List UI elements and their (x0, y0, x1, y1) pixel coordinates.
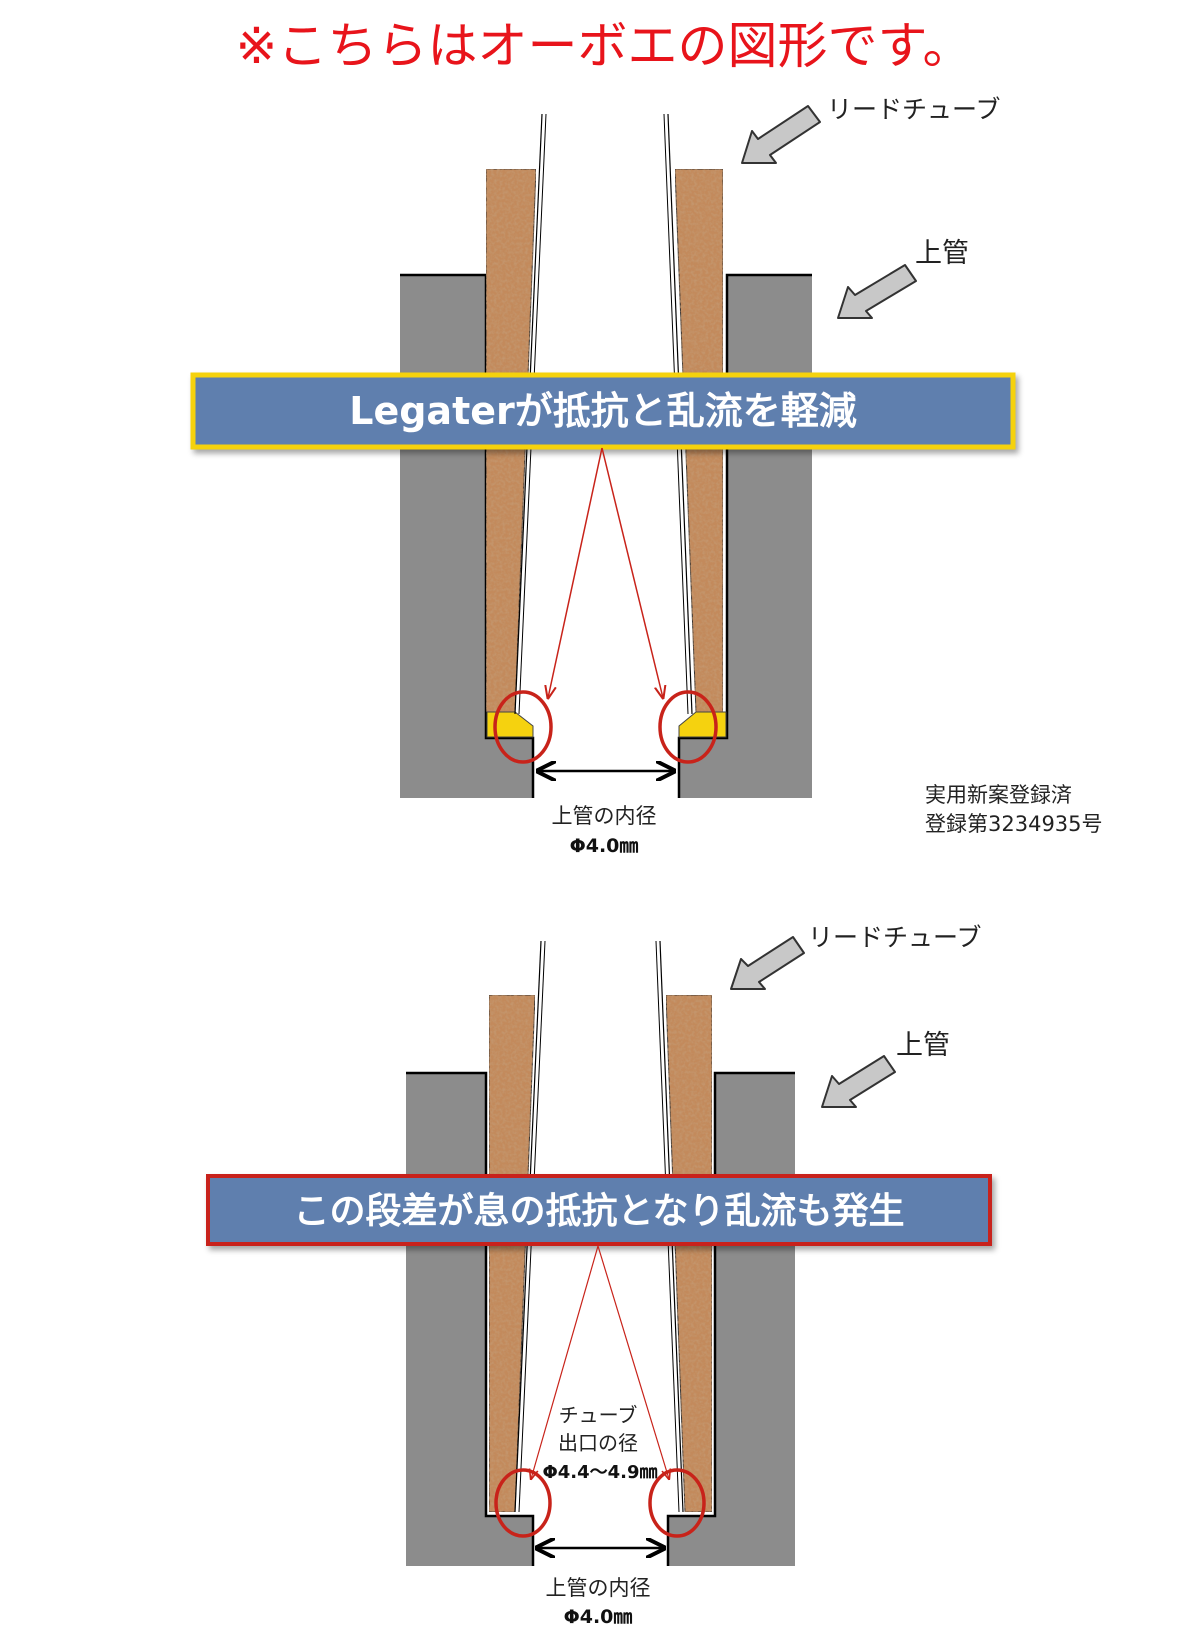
patent-line1: 実用新案登録済 (925, 783, 1072, 807)
reed-tube-label: リードチューブ (827, 95, 1001, 124)
legater-banner (190, 372, 1016, 450)
legater-left (486, 711, 534, 738)
banner-text: この段差が息の抵抗となり乱流も発生 (294, 1190, 905, 1232)
upper-joint-callout-arrow (837, 264, 917, 319)
step-banner (206, 1174, 992, 1246)
bore-label: 上管の内径 (552, 804, 657, 828)
highlight-circle-left (493, 690, 553, 764)
pointer-line (531, 1245, 599, 1479)
upper-joint-label: 上管 (915, 238, 969, 269)
bottom-diagram: この段差が息の抵抗となり乱流も発生 チューブ 出口の径 Φ4.4〜4.9㎜ 上管… (206, 923, 992, 1628)
bore-value: Φ4.0㎜ (564, 1606, 633, 1628)
upper-joint-label: 上管 (896, 1030, 950, 1061)
highlight-circle-right (658, 690, 718, 764)
page-title: ※こちらはオーボエの図形です。 (236, 17, 973, 75)
reed-tube-label: リードチューブ (808, 923, 982, 952)
reed-tube-callout-arrow (741, 105, 821, 164)
reed-tube-callout-arrow (730, 936, 805, 990)
bore-value: Φ4.0㎜ (570, 835, 639, 857)
highlight-circle-left (494, 1468, 552, 1538)
tube-exit-label-1: チューブ (559, 1403, 638, 1427)
patent-line2: 登録第3234935号 (925, 812, 1103, 836)
pointer-line (601, 447, 663, 698)
cork-right (665, 994, 713, 1513)
top-diagram: Legaterが抵抗と乱流を軽減 上管の内径 Φ4.0㎜ 実用新案登録済 登録第… (190, 95, 1103, 857)
highlight-circle-right (648, 1468, 706, 1538)
banner-text: Legaterが抵抗と乱流を軽減 (349, 389, 857, 433)
tube-exit-label-2: 出口の径 (558, 1431, 638, 1455)
cork-left (488, 994, 536, 1513)
pointer-line (597, 1245, 669, 1479)
tube-exit-value: Φ4.4〜4.9㎜ (542, 1462, 657, 1483)
pointer-line (548, 447, 603, 698)
bore-label: 上管の内径 (546, 1576, 651, 1600)
legater-right (678, 711, 727, 738)
upper-joint-callout-arrow (821, 1055, 896, 1108)
